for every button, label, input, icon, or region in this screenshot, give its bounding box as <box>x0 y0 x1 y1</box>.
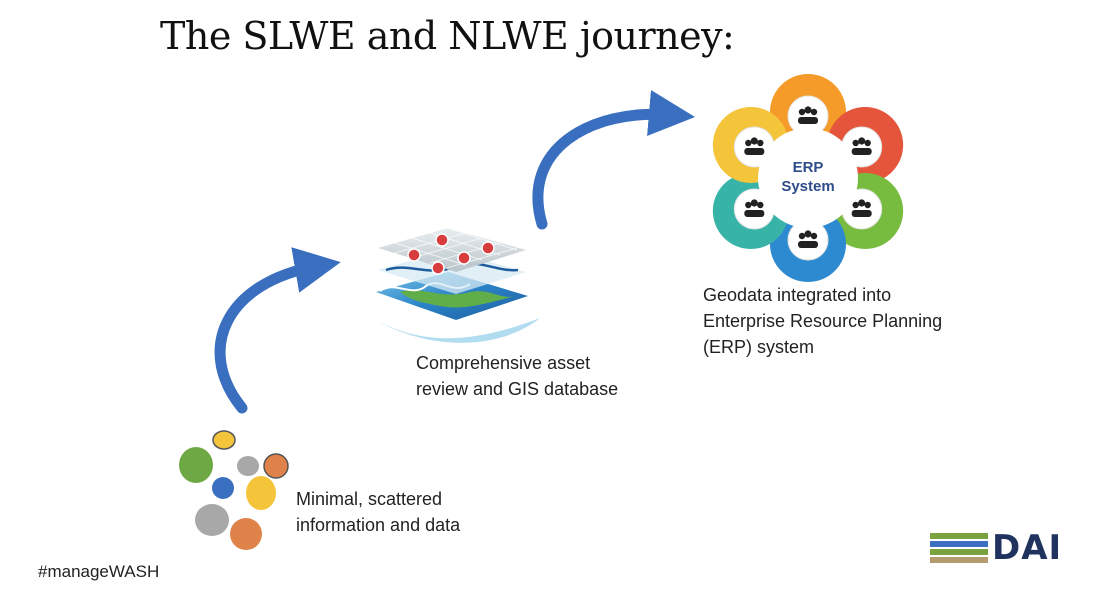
slide-title: The SLWE and NLWE journey: <box>160 14 735 58</box>
erp-wheel: ERP System <box>712 74 904 282</box>
stage-3-line-3: (ERP) system <box>703 337 815 357</box>
stage-1-line-1: Minimal, scattered <box>296 489 443 509</box>
dai-logo-stripes <box>930 533 988 563</box>
scatter-circle <box>237 456 259 476</box>
scatter-circle <box>230 518 262 550</box>
arrow-scatter-to-gis <box>214 247 341 414</box>
stage-2-caption: Comprehensive asset review and GIS datab… <box>416 350 618 402</box>
erp-center-line-1: ERP <box>793 159 824 176</box>
scattered-data-icon <box>179 430 289 550</box>
arrow-gis-to-erp <box>532 90 696 230</box>
stage-1-line-2: information and data <box>296 515 461 535</box>
stage-3-line-2: Enterprise Resource Planning <box>703 311 943 331</box>
meeting-icon <box>787 219 829 261</box>
scatter-circle <box>212 430 236 450</box>
scatter-circle <box>212 477 234 499</box>
stage-3-line-1: Geodata integrated into <box>703 285 892 305</box>
stage-1-caption: Minimal, scattered information and data <box>296 486 460 538</box>
dai-logo-text: DAI <box>992 528 1063 568</box>
stage-2-line-1: Comprehensive asset <box>416 353 591 373</box>
scatter-circle <box>179 447 213 483</box>
hashtag: #manageWASH <box>38 562 160 581</box>
scatter-circle <box>246 476 276 510</box>
dai-logo: DAI <box>930 528 1063 568</box>
stage-2-line-2: review and GIS database <box>416 379 619 399</box>
scatter-circle <box>263 453 289 479</box>
money-hand-icon <box>787 95 829 137</box>
gis-layers-icon <box>372 227 540 343</box>
stage-3-caption: Geodata integrated into Enterprise Resou… <box>703 282 942 360</box>
scatter-circle <box>195 504 229 536</box>
erp-center-line-2: System <box>781 178 834 195</box>
